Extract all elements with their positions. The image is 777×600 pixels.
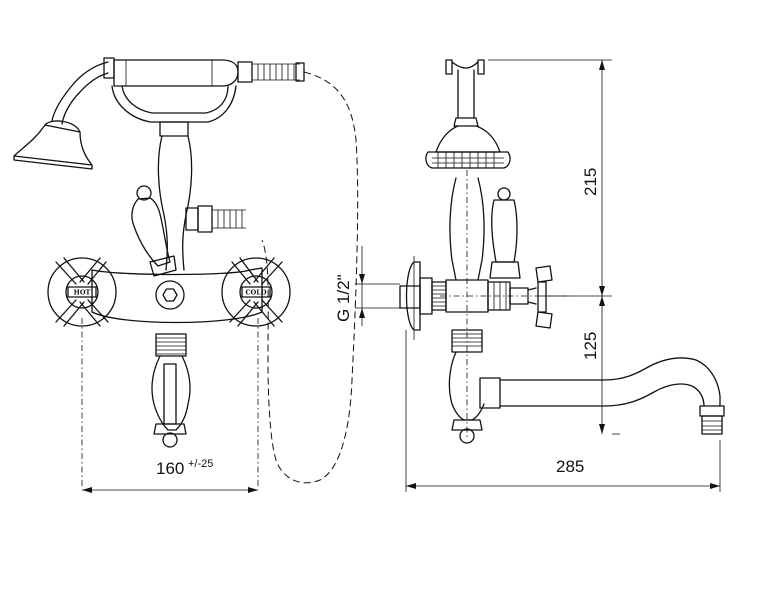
thread-dimension: G 1/2" <box>334 246 400 326</box>
side-diverter <box>489 187 521 279</box>
side-shower-rose <box>425 125 511 169</box>
hot-label: HOT <box>74 289 91 297</box>
side-lower-stem <box>448 329 485 444</box>
reach-dimension-label: 285 <box>556 457 584 476</box>
spout-height-label: 125 <box>581 332 600 360</box>
cold-handle: COLD <box>221 257 291 327</box>
handset-cradle <box>111 85 237 137</box>
thread-label: G 1/2" <box>334 274 353 322</box>
front-view: HOT COLD <box>13 57 359 493</box>
hot-handle: HOT <box>47 257 117 327</box>
side-mixer-body <box>419 277 529 315</box>
front-riser <box>157 135 246 271</box>
width-tolerance-label: +/-25 <box>188 458 213 470</box>
reach-dimension: 285 <box>405 330 721 492</box>
side-spout <box>479 357 725 435</box>
height-dimensions: 215 125 <box>488 59 620 435</box>
handset-grip <box>113 59 305 87</box>
width-dimension-label: 160 <box>156 459 184 478</box>
shower-height-label: 215 <box>581 168 600 196</box>
hose-dashed <box>261 71 359 484</box>
wall-flange <box>399 256 421 340</box>
cold-label: COLD <box>245 289 266 297</box>
width-dimension: 160 +/-25 <box>82 458 258 493</box>
front-spout-stem <box>151 333 191 448</box>
side-shower-bracket <box>445 59 485 127</box>
side-riser <box>449 170 485 440</box>
diverter-lever <box>131 185 177 277</box>
side-view: G 1/2" 215 125 285 <box>334 59 725 492</box>
hand-shower-head <box>13 57 115 170</box>
